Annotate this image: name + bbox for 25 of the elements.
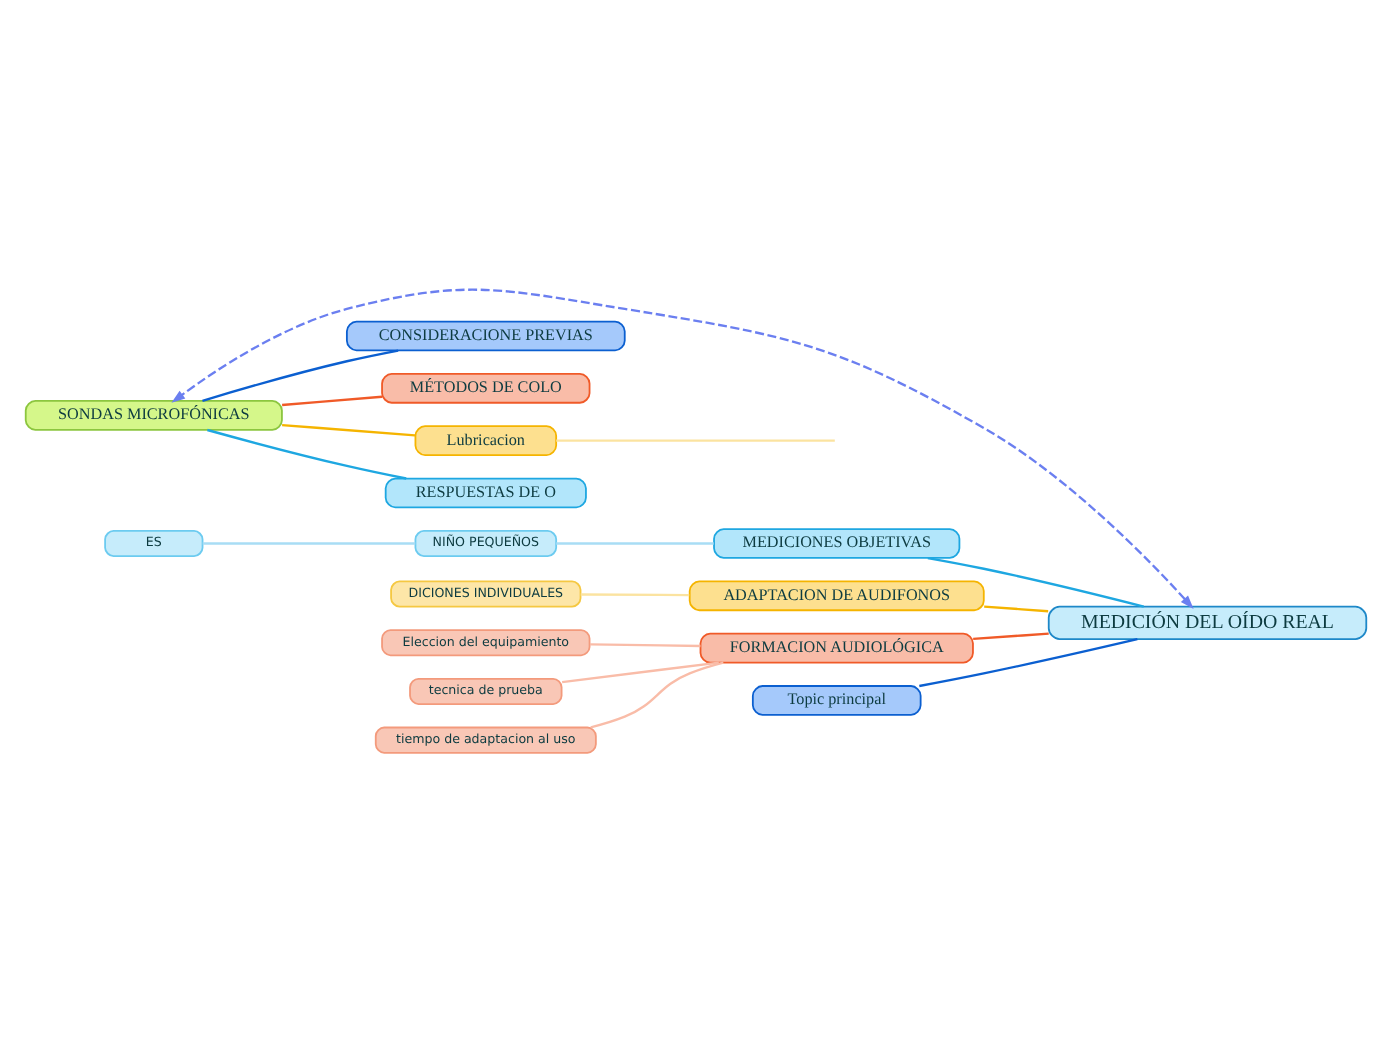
node-box: Topic principal xyxy=(751,684,922,715)
connector xyxy=(207,427,407,479)
connector xyxy=(580,592,690,596)
connector xyxy=(927,555,1145,607)
connector xyxy=(589,642,701,647)
connector xyxy=(556,438,835,441)
node-box: CONSIDERACIONE PREVIAS xyxy=(346,319,626,351)
node-box: MEDICIONES OBJETIVAS xyxy=(713,527,961,558)
connector xyxy=(984,604,1049,612)
node-box: RESPUESTAS DE O xyxy=(384,476,587,508)
connector xyxy=(973,631,1049,640)
connector xyxy=(202,348,399,401)
node-box: SONDAS MICROFÓNICAS xyxy=(24,399,283,430)
connector xyxy=(561,660,719,683)
connector xyxy=(282,394,383,406)
node-box: MEDICIÓN DEL OÍDO REAL xyxy=(1047,604,1368,639)
node-box: ADAPTACION DE AUDIFONOS xyxy=(688,579,985,611)
node-box: Lubricacion xyxy=(414,424,558,455)
connector xyxy=(556,541,714,544)
connector xyxy=(590,660,724,728)
connector xyxy=(282,422,416,436)
node-box: MÉTODOS DE COLO xyxy=(381,372,591,403)
connector xyxy=(919,637,1138,687)
node-box: FORMACION AUDIOLÓGICA xyxy=(699,631,974,663)
connector xyxy=(202,541,416,544)
